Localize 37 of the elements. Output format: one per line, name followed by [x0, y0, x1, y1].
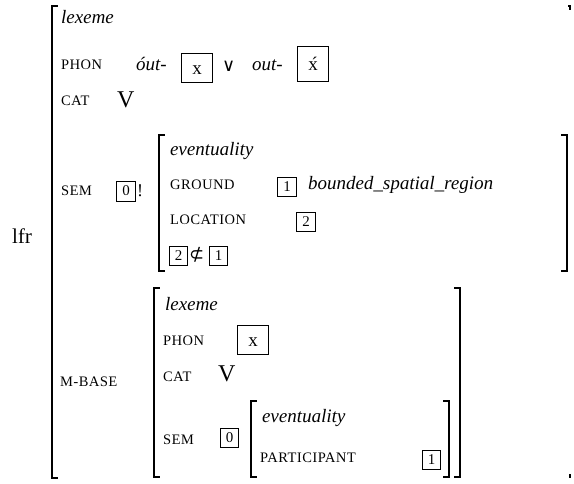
type-label: out-	[252, 55, 283, 74]
feature-value: V	[117, 88, 134, 112]
feature-matrix	[51, 5, 571, 479]
operator-symbol: ⊄	[189, 245, 204, 263]
index-tag: 1	[209, 246, 228, 266]
feature-matrix	[158, 134, 568, 272]
index-tag: x́	[297, 46, 329, 82]
index-tag: 0	[220, 428, 239, 448]
operator-symbol: ∨	[222, 56, 235, 74]
type-label: lexeme	[61, 8, 114, 27]
feature-name: M-BASE	[60, 375, 118, 390]
operator-symbol: !	[137, 181, 143, 199]
index-tag: 1	[422, 450, 441, 470]
index-tag: 1	[277, 177, 297, 197]
index-tag: x	[237, 325, 269, 355]
feature-name: CAT	[163, 370, 192, 384]
feature-name: PHON	[61, 58, 102, 72]
type-label: lexeme	[165, 295, 218, 314]
type-label: óut-	[136, 55, 167, 74]
feature-name: SEM	[163, 433, 194, 448]
type-label: eventuality	[170, 140, 254, 159]
feature-matrix	[250, 400, 450, 478]
feature-matrix	[153, 287, 461, 478]
index-tag: 0	[116, 181, 136, 202]
feature-name: GROUND	[170, 178, 236, 192]
index-tag: 2	[169, 246, 188, 266]
type-label: bounded_spatial_region	[308, 174, 494, 193]
feature-name: CAT	[61, 94, 90, 108]
feature-name: LOCATION	[170, 213, 246, 228]
matrix-label: lfr	[12, 226, 32, 247]
feature-name: PARTICIPANT	[260, 451, 356, 466]
feature-name: PHON	[163, 334, 204, 348]
type-label: eventuality	[262, 407, 346, 426]
index-tag: x	[181, 53, 213, 83]
index-tag: 2	[296, 212, 316, 232]
feature-name: SEM	[61, 184, 92, 198]
feature-value: V	[218, 362, 236, 386]
